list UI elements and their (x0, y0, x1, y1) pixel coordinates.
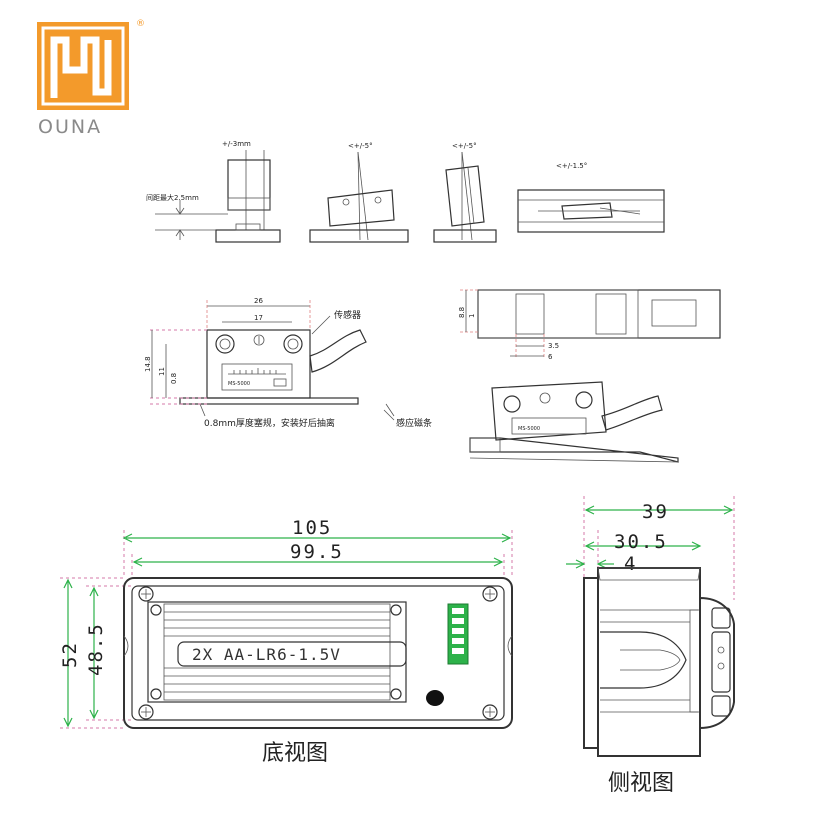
dim-14-8: 14.8 (144, 356, 152, 372)
tolerance-view-tilt-1: <+/-5° (309, 142, 409, 243)
scale-ticks (233, 368, 277, 374)
corner-screws (138, 586, 498, 720)
strip-label: 感应磁条 (396, 417, 432, 429)
housing-outline (123, 577, 513, 729)
brand-name: OUNA (38, 116, 102, 138)
dim-1: 1 (468, 314, 476, 318)
model-text: MS-5000 (228, 381, 250, 387)
dim-105: 105 (292, 517, 332, 539)
dim-6: 6 (548, 353, 553, 361)
dim-11: 11 (158, 367, 166, 376)
tilt3-label: <+/-1.5° (556, 162, 587, 170)
dim-3-5: 3.5 (548, 342, 559, 350)
dim-48-5: 48.5 (85, 622, 107, 676)
dim-26: 26 (254, 297, 263, 305)
bottom-view-caption: 底视图 (262, 741, 328, 766)
offset-label: +/-3mm (222, 140, 251, 148)
side-view-caption: 侧视图 (608, 771, 674, 796)
logo-glyph (50, 36, 112, 98)
tolerance-view-tilt-3: <+/-1.5° (517, 162, 665, 233)
brand-logo: ® OUNA (37, 19, 145, 138)
battery-ribs (164, 611, 390, 693)
tolerance-view-gap: +/-3mm 间距最大2.5mm (146, 140, 281, 243)
tilt2-label: <+/-5° (452, 142, 477, 150)
tilt1-label: <+/-5° (348, 142, 373, 150)
dim-39: 39 (642, 501, 669, 523)
iso-model-text: MS-5000 (518, 426, 540, 432)
dim-99-5: 99.5 (290, 541, 344, 563)
sensor-hole (426, 690, 444, 706)
dim-8-8: 8.8 (458, 307, 466, 318)
gap-label: 间距最大2.5mm (146, 193, 199, 202)
dim-0-8: 0.8 (170, 373, 178, 384)
bottom-view: 105 99.5 52 48.5 (59, 517, 513, 766)
dim-4: 4 (624, 553, 637, 575)
shim-label: 0.8mm厚度塞规，安装好后抽离 (204, 417, 335, 429)
sensor-label: 传感器 (334, 309, 361, 321)
side-view: 39 30.5 4 侧视图 (566, 496, 735, 796)
install-view: 26 17 MS-5000 (144, 297, 432, 429)
led-indicator-strip (447, 603, 469, 665)
dim-17: 17 (254, 314, 263, 322)
tolerance-view-tilt-2: <+/-5° (433, 142, 497, 243)
small-side-view: 8.8 1 3.5 6 (458, 289, 721, 361)
battery-strap (177, 641, 407, 667)
battery-label: 2X AA-LR6-1.5V (192, 645, 341, 664)
registered-mark: ® (136, 19, 145, 29)
dim-30-5: 30.5 (614, 531, 668, 553)
iso-view: MS-5000 (469, 381, 679, 463)
dim-52: 52 (59, 641, 81, 668)
